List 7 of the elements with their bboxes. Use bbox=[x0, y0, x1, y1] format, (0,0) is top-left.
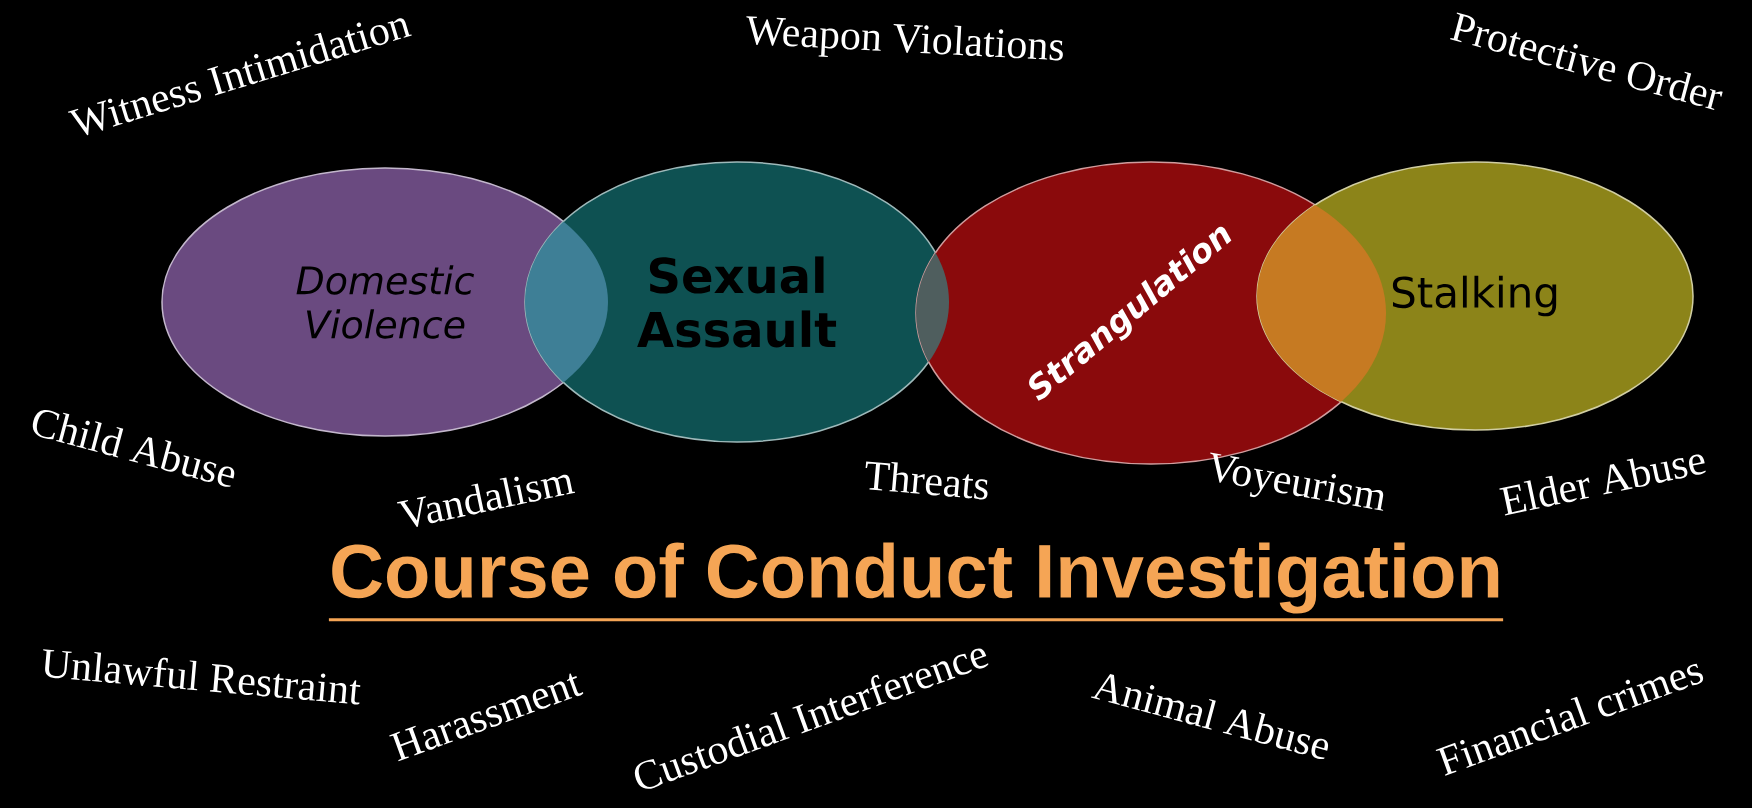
crime-label: Protective Order bbox=[1450, 12, 1723, 110]
crime-label: Unlawful Restraint bbox=[43, 649, 361, 705]
crime-label: Weapon Violations bbox=[746, 16, 1063, 61]
crime-label: Animal Abuse bbox=[1090, 673, 1329, 760]
crime-label: Elder Abuse bbox=[1499, 454, 1706, 516]
crime-label: Vandalism bbox=[397, 474, 576, 527]
title: Course of Conduct Investigation bbox=[332, 542, 1499, 614]
